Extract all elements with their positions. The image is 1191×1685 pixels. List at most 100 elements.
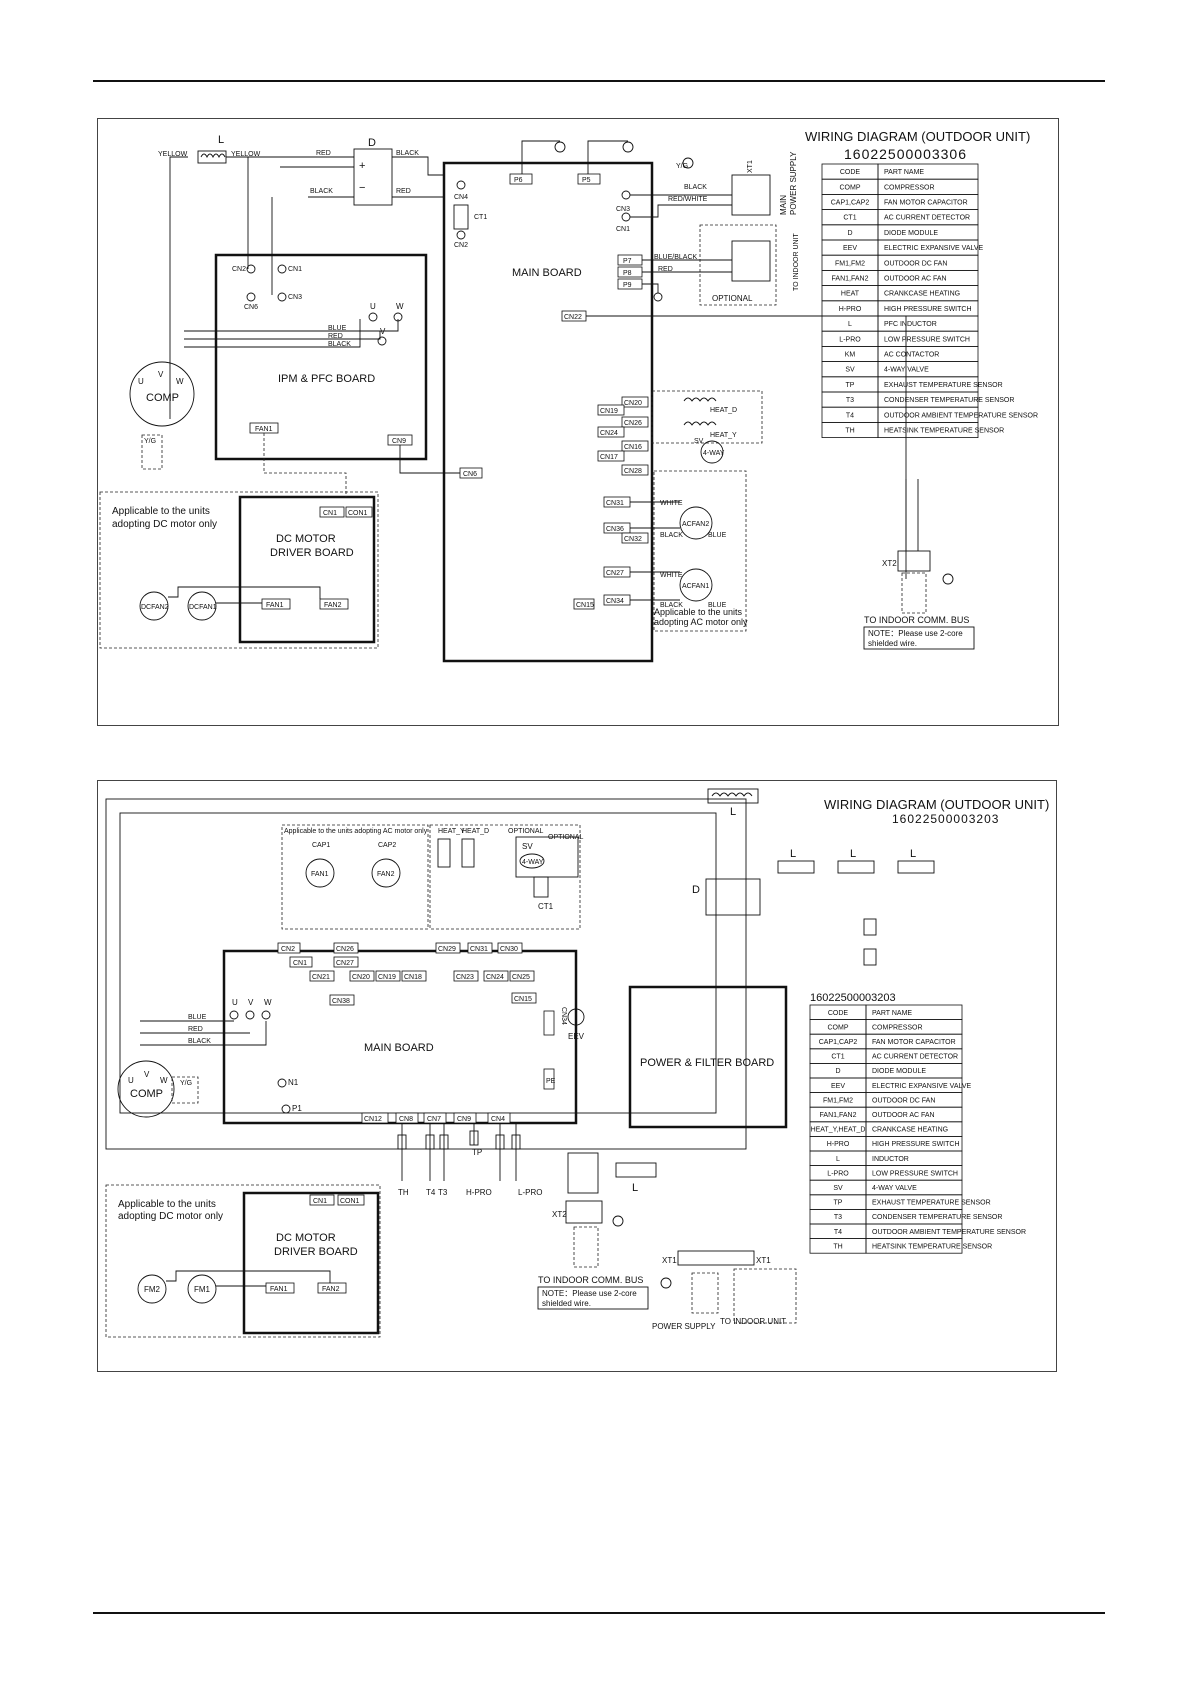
svg-text:CN28: CN28 [624, 468, 642, 475]
svg-text:Y/G: Y/G [676, 163, 688, 170]
d1-four-way-valve [700, 440, 724, 464]
svg-text:CON1: CON1 [340, 1198, 360, 1205]
svg-text:Y/G: Y/G [180, 1080, 192, 1087]
svg-text:W: W [396, 302, 404, 311]
svg-text:CN22: CN22 [564, 314, 582, 321]
d1-acfan1 [679, 568, 713, 602]
svg-text:P6: P6 [514, 177, 523, 184]
d2-dc-motor-board [242, 1191, 380, 1335]
svg-text:CN36: CN36 [606, 526, 624, 533]
svg-text:TO INDOOR UNIT: TO INDOOR UNIT [720, 1317, 786, 1326]
svg-text:CN15: CN15 [576, 602, 594, 609]
d1-legend-code: HEAT [841, 291, 860, 298]
d2-dc-area [105, 1184, 381, 1338]
svg-text:shielded wire.: shielded wire. [542, 1299, 591, 1308]
svg-text:BLUE: BLUE [188, 1014, 207, 1021]
d2-legend-header: CODE [828, 1010, 849, 1017]
svg-text:HEAT_D: HEAT_D [462, 828, 489, 835]
d2-compressor [117, 1060, 175, 1118]
svg-text:OPTIONAL: OPTIONAL [712, 294, 753, 303]
svg-text:HEAT_D: HEAT_D [710, 407, 737, 414]
d1-legend-code: COMP [840, 184, 861, 191]
d2-legend-code: COMP [828, 1024, 849, 1031]
svg-text:W: W [160, 1076, 168, 1085]
d1-optional-area [699, 224, 777, 306]
svg-text:CN2: CN2 [232, 266, 246, 273]
d1-legend-part: AC CONTACTOR [884, 352, 939, 359]
d1-legend-code: L-PRO [839, 336, 861, 343]
d2-legend-part: COMPRESSOR [872, 1024, 923, 1031]
svg-text:CN26: CN26 [624, 420, 642, 427]
d2-legend-part: INDUCTOR [872, 1156, 909, 1163]
svg-text:CN6: CN6 [244, 304, 258, 311]
svg-text:FAN1: FAN1 [255, 426, 273, 433]
svg-text:V: V [158, 370, 164, 379]
svg-text:Y/G: Y/G [144, 438, 156, 445]
svg-text:CN3: CN3 [616, 206, 630, 213]
svg-text:FAN1: FAN1 [270, 1286, 288, 1293]
d1-legend-code: H-PRO [839, 306, 862, 313]
d2-legend-code: T3 [834, 1214, 842, 1221]
svg-text:CN27: CN27 [336, 960, 354, 967]
top-rule [93, 80, 1105, 82]
d1-legend-part: OUTDOOR AC FAN [884, 276, 947, 283]
d1-heater-area [651, 390, 763, 444]
svg-text:V: V [144, 1070, 150, 1079]
svg-text:D: D [692, 884, 700, 896]
svg-text:CN1: CN1 [616, 226, 630, 233]
d1-dcfan1 [187, 591, 217, 621]
d1-legend-part: PFC INDUCTOR [884, 321, 937, 328]
d2-legend-code: FAN1,FAN2 [820, 1112, 857, 1119]
d1-dc-area [99, 491, 379, 649]
svg-text:DC MOTOR: DC MOTOR [276, 1232, 336, 1244]
d2-legend-code: EEV [831, 1083, 845, 1090]
svg-text:U: U [370, 302, 376, 311]
svg-text:SV: SV [694, 438, 704, 445]
svg-text:H-PRO: H-PRO [466, 1188, 492, 1197]
d1-dc-motor-label-2: DRIVER BOARD [270, 547, 354, 559]
svg-text:RED: RED [396, 188, 411, 195]
d1-legend-part: 4-WAY VALVE [884, 367, 929, 374]
svg-text:U: U [232, 998, 238, 1007]
svg-text:FAN1: FAN1 [266, 602, 284, 609]
svg-text:CN20: CN20 [352, 974, 370, 981]
wiring-diagram-2-svg: WIRING DIAGRAM (OUTDOOR UNIT) 1602250000… [105, 788, 1049, 1338]
d1-legend-code: CT1 [843, 215, 856, 222]
svg-text:CN1: CN1 [313, 1198, 327, 1205]
d1-legend-code: CAP1,CAP2 [831, 200, 870, 207]
diagram1-number: 16022500003306 [844, 146, 967, 162]
d2-legend-code: D [835, 1068, 840, 1075]
d2-legend-part: HIGH PRESSURE SWITCH [872, 1141, 960, 1148]
svg-text:CN38: CN38 [332, 998, 350, 1005]
svg-text:BLACK: BLACK [188, 1038, 211, 1045]
svg-text:CN31: CN31 [606, 500, 624, 507]
d1-legend-part: OUTDOOR DC FAN [884, 260, 947, 267]
svg-text:L: L [632, 1182, 638, 1194]
svg-text:NOTE：Please use 2-core: NOTE：Please use 2-core [542, 1289, 637, 1298]
d1-legend-code: EEV [843, 245, 857, 252]
d1-legend-part: ELECTRIC EXPANSIVE VALVE [884, 245, 984, 252]
svg-text:XT1: XT1 [662, 1256, 677, 1265]
svg-text:BLACK: BLACK [328, 341, 351, 348]
svg-text:BLUE: BLUE [708, 602, 727, 609]
d1-ipm-board [214, 253, 428, 461]
svg-text:CN25: CN25 [512, 974, 530, 981]
svg-text:CN9: CN9 [457, 1116, 471, 1123]
svg-text:ACFAN1: ACFAN1 [682, 583, 709, 590]
d1-legend-part: FAN MOTOR CAPACITOR [884, 200, 968, 207]
d1-legend-part: HIGH PRESSURE SWITCH [884, 306, 972, 313]
d1-ipm-board-label: IPM & PFC BOARD [278, 373, 375, 385]
svg-text:OPTIONAL: OPTIONAL [508, 828, 544, 835]
wiring-diagram-2: WIRING DIAGRAM (OUTDOOR UNIT) 1602250000… [97, 780, 1057, 1372]
svg-text:TO INDOOR COMM. BUS: TO INDOOR COMM. BUS [538, 1275, 643, 1285]
d1-wire-red: RED [316, 150, 331, 157]
d2-legend-code: TP [834, 1200, 843, 1207]
svg-text:CN31: CN31 [470, 946, 488, 953]
svg-text:RED: RED [658, 266, 673, 273]
d2-legend-part: OUTDOOR DC FAN [872, 1097, 935, 1104]
svg-text:DRIVER BOARD: DRIVER BOARD [274, 1246, 358, 1258]
svg-text:WHITE: WHITE [660, 572, 683, 579]
svg-text:BLUE: BLUE [708, 532, 727, 539]
svg-text:V: V [248, 998, 254, 1007]
svg-text:ACFAN2: ACFAN2 [682, 521, 709, 528]
